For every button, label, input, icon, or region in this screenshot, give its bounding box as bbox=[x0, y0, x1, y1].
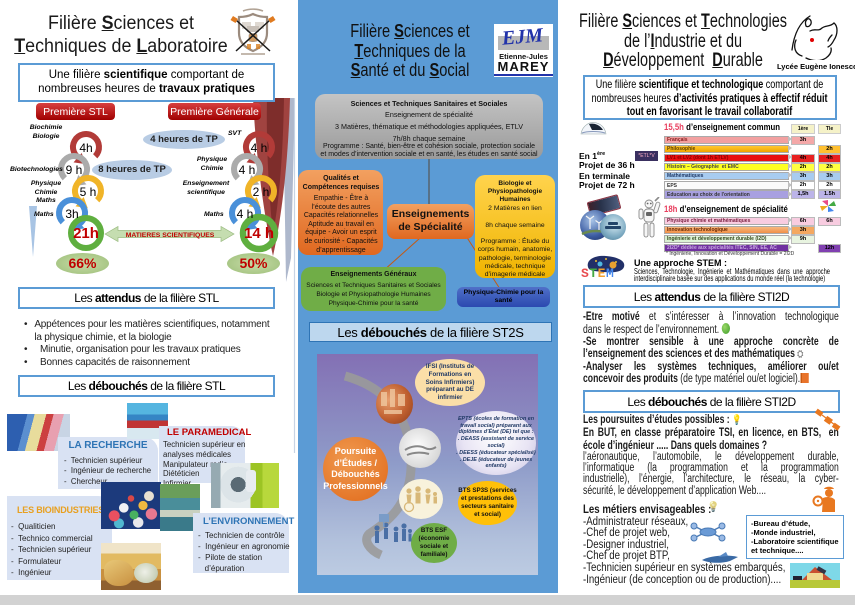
svg-text:MATIERES SCIENTIFIQUES: MATIERES SCIENTIFIQUES bbox=[126, 232, 215, 239]
